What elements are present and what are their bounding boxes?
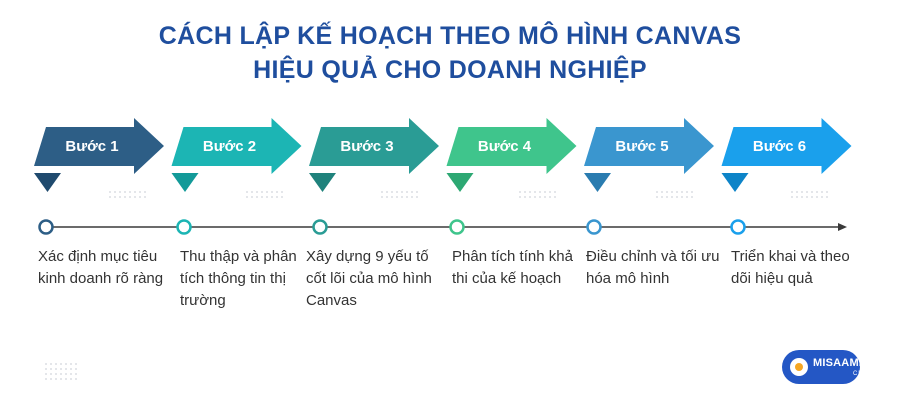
step-5-flap	[584, 173, 611, 192]
logo-sub: CRM	[852, 370, 870, 377]
step-4-flap	[446, 173, 474, 192]
step-3-arrow: Bước 3	[309, 118, 439, 192]
step-5-arrow: Bước 5	[584, 118, 714, 192]
step-3-flap	[309, 173, 336, 192]
timeline-node-1	[38, 219, 54, 235]
timeline-node-6	[730, 219, 746, 235]
title-line-2: HIỆU QUẢ CHO DOANH NGHIỆP	[253, 56, 647, 84]
step-3-description: Xây dựng 9 yếu tố cốt lõi của mô hình Ca…	[306, 248, 432, 309]
step-6-description: Triển khai và theo dõi hiệu quả	[731, 248, 850, 287]
step-6-arrow: Bước 6	[721, 118, 852, 192]
step-5-label: Bước 5	[615, 138, 668, 155]
step-4-label: Bước 4	[478, 138, 532, 155]
step-6-label: Bước 6	[753, 138, 806, 155]
step-1-body	[34, 118, 164, 174]
step-1-flap	[34, 173, 61, 192]
timeline-node-4	[449, 219, 465, 235]
step-5-body	[584, 118, 714, 174]
timeline-arrowhead	[838, 223, 847, 231]
step-2-body	[171, 118, 302, 174]
misa-amis-logo: MISAAMIS CRM	[782, 350, 869, 384]
step-3-body	[309, 118, 439, 174]
step-2-flap	[171, 173, 199, 192]
timeline-node-3	[312, 219, 328, 235]
step-2-label: Bước 2	[203, 138, 256, 155]
step-4-arrow: Bước 4	[446, 118, 577, 192]
step-1-arrow: Bước 1	[34, 118, 164, 192]
step-1-description: Xác định mục tiêu kinh doanh rõ ràng	[38, 248, 164, 287]
timeline-node-5	[586, 219, 602, 235]
dot-pattern	[519, 191, 556, 198]
step-4-description: Phân tích tính khả thi của kế hoạch	[452, 248, 573, 287]
step-6-body	[721, 118, 852, 174]
logo-icon	[790, 358, 808, 376]
step-2-arrow: Bước 2	[171, 118, 302, 192]
step-5-description: Điều chỉnh và tối ưu hóa mô hình	[586, 248, 720, 287]
step-1-label: Bước 1	[65, 138, 118, 155]
step-3-label: Bước 3	[340, 138, 393, 155]
step-4-body	[446, 118, 577, 174]
dot-pattern	[381, 191, 418, 198]
step-2-description: Thu thập và phân tích thông tin thị trườ…	[180, 248, 297, 309]
timeline-node-2	[176, 219, 192, 235]
dot-pattern	[45, 363, 77, 380]
dot-pattern	[246, 191, 283, 198]
dot-pattern	[791, 191, 828, 198]
dot-pattern	[109, 191, 146, 198]
dot-pattern	[656, 191, 693, 198]
logo-name: MISAAMIS	[813, 356, 870, 369]
step-6-flap	[721, 173, 749, 192]
title-line-1: CÁCH LẬP KẾ HOẠCH THEO MÔ HÌNH CANVAS	[158, 22, 742, 50]
